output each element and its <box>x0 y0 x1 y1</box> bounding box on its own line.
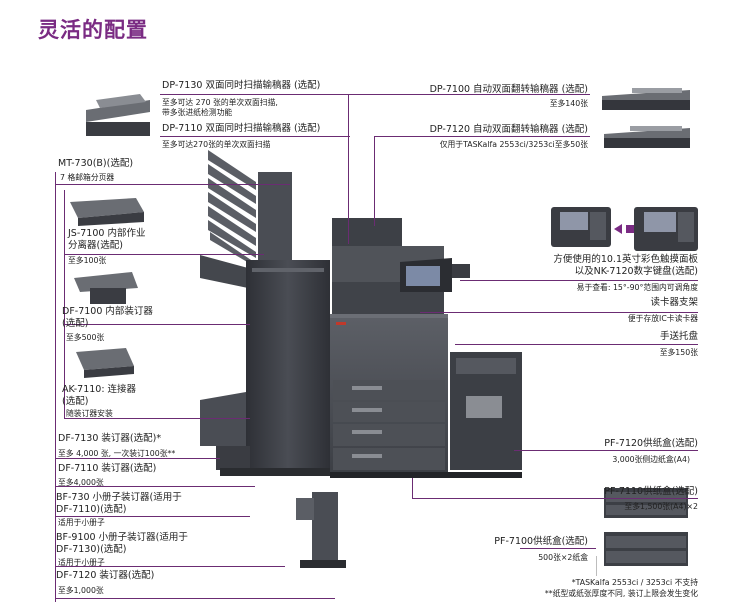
js7100-desc: 至多100张 <box>68 256 107 265</box>
df7100-desc: 至多500张 <box>66 333 105 342</box>
dp7120-desc: 仅用于TASKalfa 2553ci/3253ci至多50张 <box>439 140 588 149</box>
bypass-name: 手送托盘 <box>659 331 698 342</box>
bf730-name-1: BF-730 小册子装订器(适用于 <box>56 492 182 503</box>
touch-panel-image <box>551 207 698 251</box>
df7110-name: DF-7110 装订器(选配) <box>58 463 157 474</box>
pf7100-desc: 500张×2纸盒 <box>538 553 588 562</box>
df7120-name: DF-7120 装订器(选配) <box>56 570 155 581</box>
dp7100-name: DP-7100 自动双面翻转输稿器 (选配) <box>429 84 588 95</box>
df7120-desc: 至多1,000张 <box>58 586 104 595</box>
ak7110-name-2: (选配) <box>62 396 89 407</box>
df7100-name-1: DF-7100 内部装订器 <box>62 306 153 317</box>
footnote-2: **纸型或纸张厚度不同, 装订上限会发生变化 <box>544 589 698 598</box>
main-printer-image <box>200 150 522 478</box>
bf9100-name-2: DF-7130)(选配) <box>56 544 127 555</box>
js7100-name-2: 分离器(选配) <box>68 240 123 251</box>
dp7100-image <box>602 88 690 110</box>
pf7120-desc: 3,000张侧边纸盒(A4) <box>612 455 690 464</box>
dp7120-image <box>604 126 690 148</box>
footnote-1: *TASKalfa 2553ci / 3253ci 不支持 <box>571 578 698 587</box>
df7130-desc: 至多 4,000 张, 一次装订100张** <box>58 449 176 458</box>
df7100-name-2: (选配) <box>62 318 89 329</box>
dp7110-name: DP-7110 双面同时扫描输稿器 (选配) <box>162 123 321 134</box>
pf7110-desc: 至多1,500张(A4)×2 <box>624 502 698 511</box>
ak7110-image <box>76 348 134 378</box>
card-desc: 便于存放IC卡读卡器 <box>627 314 698 323</box>
mt730-desc: 7 格邮箱分页器 <box>60 173 115 182</box>
bf9100-name-1: BF-9100 小册子装订器(适用于 <box>56 532 188 543</box>
dp7110-desc: 至多可达270张的单次双面扫描 <box>162 140 271 149</box>
df7100-image <box>74 272 138 304</box>
dp7130-name: DP-7130 双面同时扫描输稿器 (选配) <box>162 80 321 91</box>
ak7110-name-1: AK-7110: 连接器 <box>62 384 137 395</box>
dp7130-desc1: 至多可达 270 张的单次双面扫描, <box>162 98 278 107</box>
panel-name-2: 以及NK-7120数字键盘(选配) <box>574 266 698 277</box>
js7100-image <box>70 198 144 226</box>
pf7110-image <box>604 488 688 518</box>
panel-desc: 易于查看: 15°-90°范围内可调角度 <box>576 283 698 292</box>
df7130-name: DF-7130 装订器(选配)* <box>58 433 162 444</box>
df7110-desc: 至多4,000张 <box>58 478 104 487</box>
page-title: 灵活的配置 <box>38 18 148 42</box>
bf730-desc: 适用于小册子 <box>58 518 105 527</box>
bf9100-image <box>296 492 346 568</box>
dp7130-image <box>86 94 150 136</box>
pf7120-name: PF-7120供纸盒(选配) <box>604 438 698 449</box>
panel-name-1: 方便使用的10.1英寸彩色触摸面板 <box>553 254 698 265</box>
ak7110-desc: 随装订器安装 <box>66 409 113 418</box>
pf7100-name: PF-7100供纸盒(选配) <box>494 536 588 547</box>
pf7100-image <box>604 532 688 566</box>
pf7110-name: PF-7110供纸盒(选配) <box>604 486 698 497</box>
bf9100-desc: 适用于小册子 <box>58 558 105 567</box>
js7100-name-1: JS-7100 内部作业 <box>68 228 146 239</box>
mt730-name: MT-730(B)(选配) <box>58 158 134 169</box>
bf730-name-2: DF-7110)(选配) <box>56 504 127 515</box>
dp7120-name: DP-7120 自动双面翻转输稿器 (选配) <box>429 124 588 135</box>
dp7130-desc2: 带多张进纸检测功能 <box>162 108 233 117</box>
dp7100-desc: 至多140张 <box>549 99 588 108</box>
bypass-desc: 至多150张 <box>659 348 698 357</box>
card-name: 读卡器支架 <box>650 297 698 308</box>
